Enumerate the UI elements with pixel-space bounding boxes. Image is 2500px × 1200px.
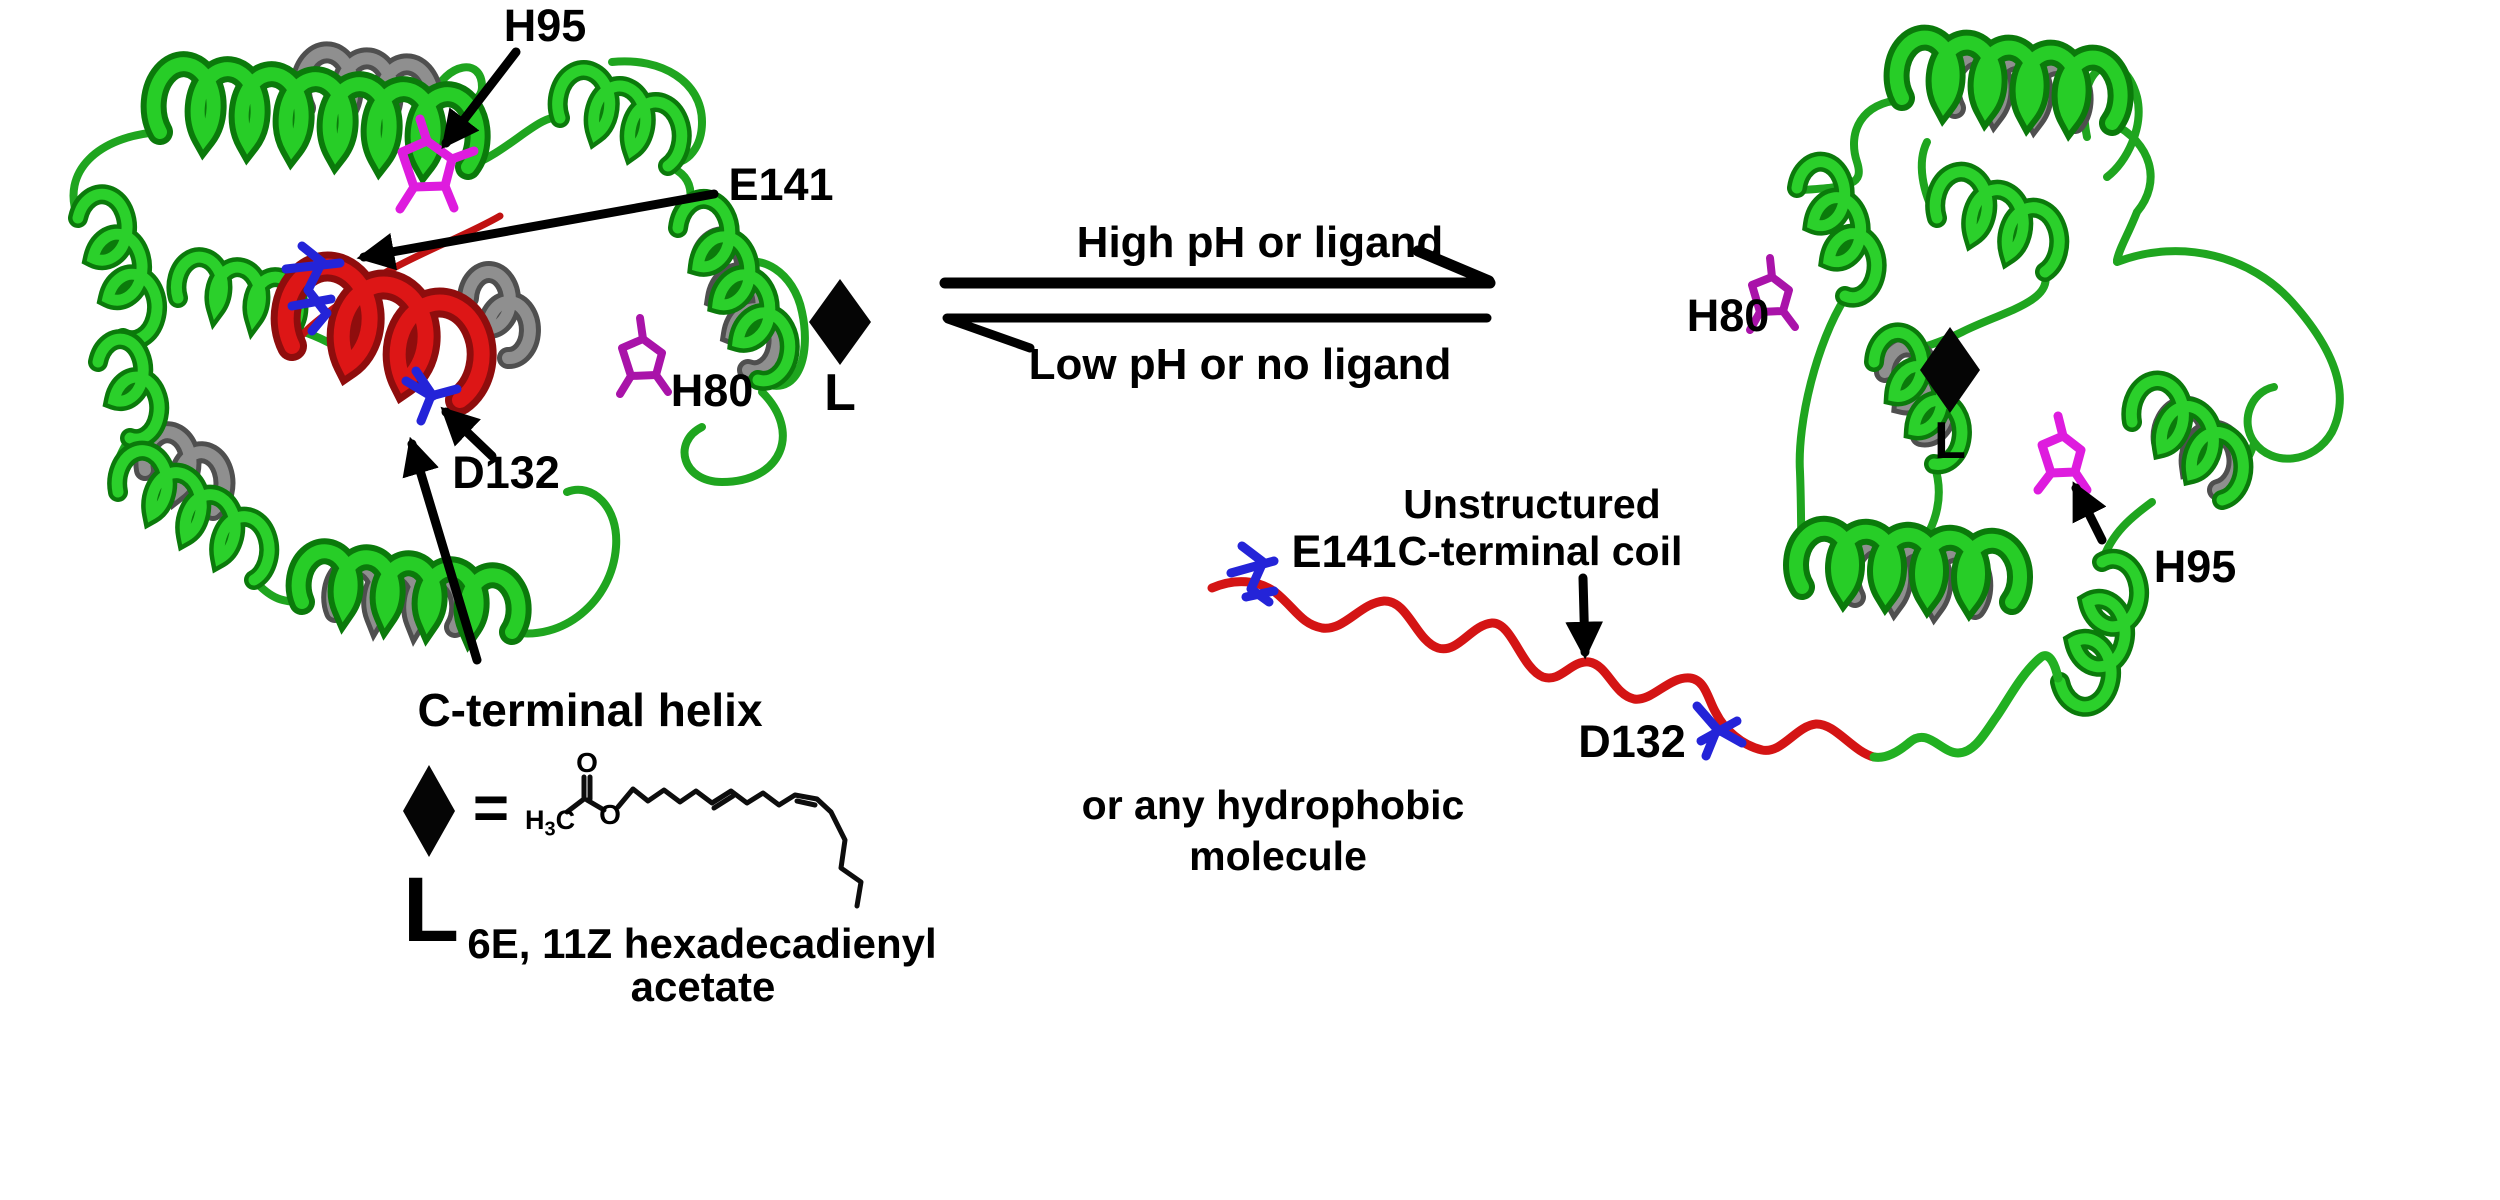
equilibrium-forward-arrow xyxy=(939,245,1496,289)
ligand-diamond-icon-right xyxy=(1920,327,1980,413)
h95-left-arrow xyxy=(441,47,521,149)
ligand-diamond-icon-left xyxy=(809,279,871,365)
unstructured-coil xyxy=(1207,541,2063,762)
e141-residue-sticks-left xyxy=(281,241,345,336)
d132-left-arrow xyxy=(440,406,497,461)
d132-label-right: D132 xyxy=(1578,716,1686,767)
h80-residue-sticks-right xyxy=(1746,254,1799,334)
hydrophobic-note-line2: molecule xyxy=(1189,833,1367,879)
chem-ester-oxygen-label: O xyxy=(599,799,621,830)
h80-label-right: H80 xyxy=(1686,290,1770,341)
e141-left-arrow xyxy=(356,189,719,271)
forward-condition-label: High pH or ligand xyxy=(1076,218,1444,267)
chem-subscript-3: 3 xyxy=(544,818,556,841)
d132-residue-sticks-coil xyxy=(1692,701,1747,761)
h80-residue-sticks-left xyxy=(616,314,672,398)
e141-residue-sticks-coil xyxy=(1226,541,1279,607)
h95-label-right: H95 xyxy=(2153,541,2237,592)
equals-sign: = xyxy=(472,774,510,843)
e141-label-right: E141 xyxy=(1291,526,1397,577)
ligand-symbol-legend: L xyxy=(402,859,460,961)
ligand-diamond-icon-legend xyxy=(403,765,455,857)
equilibrium-reverse-arrow xyxy=(942,313,1492,353)
hydrophobic-note-line1: or any hydrophobic xyxy=(1081,782,1465,828)
chem-carbonyl-oxygen-label: O xyxy=(576,747,598,778)
chem-h: H xyxy=(524,805,545,835)
compound-name-line1: 6E, 11Z hexadecadienyl xyxy=(467,920,937,967)
reverse-condition-label: Low pH or no ligand xyxy=(1028,340,1452,389)
right-protein-ribbon xyxy=(1746,38,2344,707)
h80-label-left: H80 xyxy=(670,365,754,416)
chem-c: C xyxy=(555,805,576,835)
chem-methyl-label: H3C xyxy=(525,806,575,840)
c-terminal-helix-arrow xyxy=(402,436,482,665)
d132-residue-sticks-left xyxy=(401,366,462,426)
compound-name-line2: acetate xyxy=(630,963,776,1010)
d132-label-left: D132 xyxy=(452,447,560,498)
unstructured-coil-arrow xyxy=(1565,573,1604,660)
ligand-symbol-right: L xyxy=(1934,412,1966,470)
unstructured-coil-label-line1: Unstructured xyxy=(1403,481,1661,527)
e141-label-left: E141 xyxy=(728,159,834,210)
h95-label-left: H95 xyxy=(503,0,587,51)
unstructured-coil-label-line2: C-terminal coil xyxy=(1397,528,1683,574)
h95-residue-sticks-right xyxy=(2033,411,2092,495)
h95-residue-sticks-left xyxy=(395,114,479,214)
h95-right-arrow xyxy=(2071,481,2107,545)
ligand-symbol-left: L xyxy=(824,364,856,422)
ligand-structure-drawing xyxy=(564,774,864,909)
c-terminal-helix-label: C-terminal helix xyxy=(417,684,763,736)
